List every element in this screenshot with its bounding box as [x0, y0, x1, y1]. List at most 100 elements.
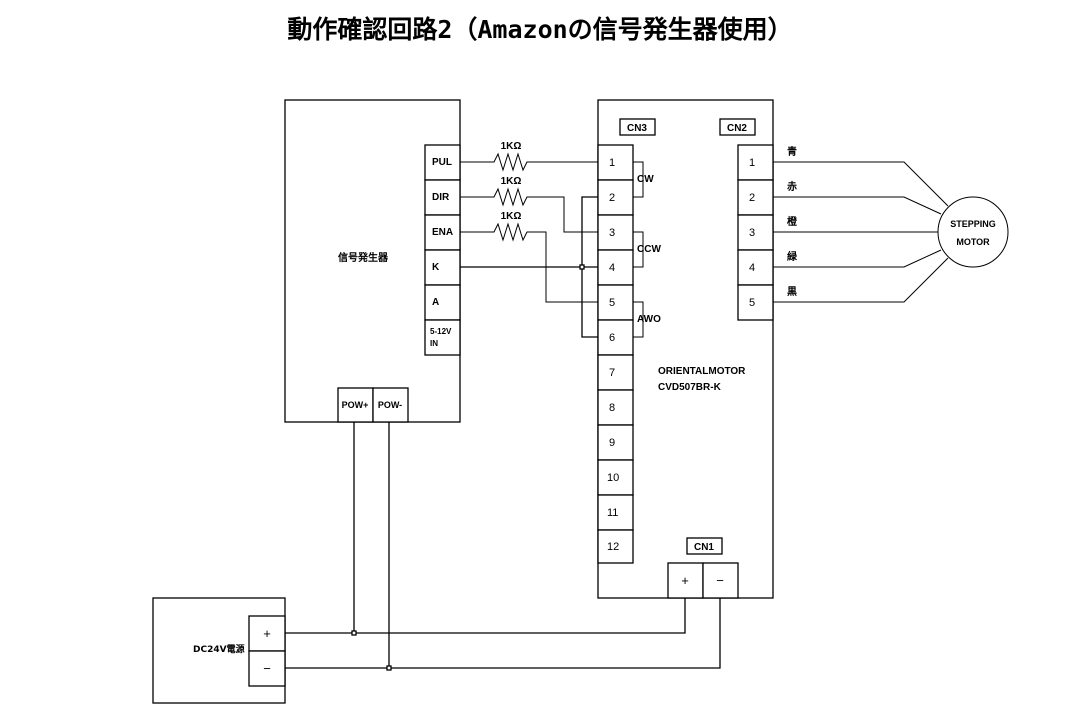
cn3-pin-3: [597, 214, 634, 251]
cn3-pin-12-label: 12: [607, 541, 619, 553]
cn3-pin-9: [597, 424, 634, 461]
cn1-terminal-plus: [667, 562, 704, 599]
cn3-pin-3-label: 3: [609, 227, 615, 239]
cn2-tag: [719, 118, 756, 136]
resistor-1-pul-wire: [460, 152, 598, 172]
cn3-pin-2-label: 2: [609, 192, 615, 204]
terminal-5-12v-in: [424, 319, 461, 356]
motor-wire-1: [773, 161, 949, 207]
cn3-pin-4: [597, 249, 634, 286]
junction-dot: [579, 264, 585, 270]
terminal-a: [424, 284, 461, 321]
terminal-pow-plus: [337, 387, 374, 423]
cn3-pin-5: [597, 284, 634, 321]
diagram-title: 動作確認回路2（Amazonの信号発生器使用）: [287, 15, 792, 44]
cn3-pin-1: [597, 144, 634, 181]
cn3-pin-7: [597, 354, 634, 391]
terminal-pow-minus-label: POW-: [378, 400, 402, 410]
terminal-5-12v-label: 5-12V: [430, 327, 452, 336]
cn2-pin-5-label: 5: [749, 297, 755, 309]
wire-color-blue: 青: [787, 145, 797, 158]
power-supply-label: DC24V電源: [193, 643, 245, 655]
power-wires: [285, 422, 721, 671]
cn1-plus-label: +: [681, 573, 689, 588]
cn3-pin-9-label: 9: [609, 437, 615, 449]
terminal-ena-label: ENA: [432, 227, 453, 238]
cn2-pin-1: [737, 144, 774, 181]
motor-circle: [937, 196, 1009, 268]
negative-rail-wire: [285, 598, 721, 669]
terminal-dir-label: DIR: [432, 192, 450, 203]
wire-color-green: 緑: [787, 250, 798, 263]
resistors: 1KΩ 1KΩ 1KΩ: [460, 141, 598, 303]
cn3-label: CN3: [627, 123, 647, 134]
cn3-pin-11-label: 11: [607, 507, 618, 519]
cn1-tag: [686, 537, 723, 555]
terminal-pow-plus-label: POW+: [342, 400, 369, 410]
cn1-minus-label: −: [716, 573, 724, 588]
cn2-pins: 1 2 3 4 5: [737, 144, 774, 321]
cn3-pins: 1 2 3 4 5 6 7 8 9 10 11 12: [597, 144, 634, 564]
cn2-pin-2-label: 2: [749, 192, 755, 204]
cn3-pin-5-label: 5: [609, 297, 615, 309]
resistor-1-label: 1KΩ: [501, 141, 522, 152]
motor-wire-2: [773, 196, 942, 215]
motor-wires: 青 赤 橙 緑 黒: [773, 145, 949, 303]
cn2-pin-4-label: 4: [749, 262, 755, 274]
awo-label: AWO: [637, 314, 661, 325]
cn3-pin-10-label: 10: [607, 472, 619, 484]
cn3-pin-4-label: 4: [609, 262, 615, 274]
cn1-terminal-minus: [702, 562, 739, 599]
cn2-pin-2: [737, 179, 774, 216]
motor-label-line2: MOTOR: [956, 237, 990, 247]
cn2-pin-1-label: 1: [749, 157, 755, 169]
terminal-k: [424, 249, 461, 286]
positive-rail-wire: [285, 598, 686, 634]
cn2-label: CN2: [727, 123, 747, 134]
terminal-in-label: IN: [430, 339, 438, 348]
cn3-pin-2: [597, 179, 634, 216]
motor-wire-5: [773, 257, 949, 303]
cn3-pin-12: [597, 529, 634, 564]
cn1-label: CN1: [694, 542, 714, 553]
awo-bracket: [633, 301, 644, 338]
cn3-pin-6-label: 6: [609, 332, 615, 344]
driver: CN3 CN2 1 2 3 4 5 6 7 8 9 10 1: [597, 99, 774, 599]
cn2-pin-3-label: 3: [749, 227, 755, 239]
cn3-pin-8-label: 8: [609, 402, 615, 414]
terminal-pow-minus: [372, 387, 409, 423]
terminal-a-label: A: [432, 297, 439, 308]
motor-wire-4: [773, 249, 942, 268]
resistor-2-label: 1KΩ: [501, 176, 522, 187]
cn3-pin-10: [597, 459, 634, 496]
cn2-pin-5: [737, 284, 774, 321]
cn2-pin-3: [737, 214, 774, 251]
signal-generator-label: 信号発生器: [338, 251, 389, 264]
cn3-pin-1-label: 1: [609, 157, 615, 169]
power-supply: DC24V電源 + −: [152, 597, 286, 704]
wire-color-orange: 橙: [787, 215, 798, 228]
psu-terminal-plus: [248, 615, 286, 652]
cn3-tag: [619, 118, 656, 136]
driver-model: CVD507BR-K: [658, 382, 722, 393]
cn3-pin-7-label: 7: [609, 367, 615, 379]
psu-minus-label: −: [263, 661, 271, 676]
cw-bracket: [633, 161, 644, 198]
resistor-3-ena-wire: [460, 222, 598, 303]
cn2-pin-4: [737, 249, 774, 286]
ccw-bracket: [633, 231, 644, 268]
signal-generator: 信号発生器 PUL DIR ENA K A 5-12V IN POW+ POW-: [284, 99, 461, 423]
cn3-pin-8: [597, 389, 634, 426]
junction-dot-minus: [386, 665, 392, 671]
wire-color-red: 赤: [787, 180, 797, 193]
motor-label-line1: STEPPING: [950, 219, 996, 229]
junction-dot-plus: [351, 630, 357, 636]
wire-color-black: 黒: [787, 286, 797, 298]
driver-maker: ORIENTALMOTOR: [658, 366, 746, 377]
terminal-k-label: K: [432, 262, 440, 273]
resistor-3-label: 1KΩ: [501, 211, 522, 222]
cw-label: CW: [637, 174, 654, 185]
stepping-motor: STEPPING MOTOR: [937, 196, 1009, 268]
ccw-label: CCW: [637, 244, 661, 255]
